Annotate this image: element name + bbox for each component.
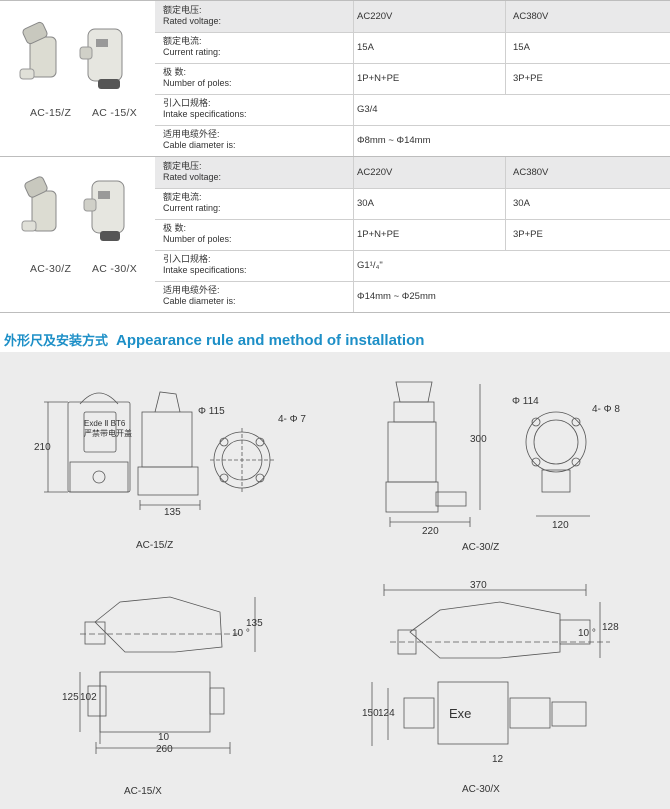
value-2: 3P+PE	[513, 229, 543, 240]
socket-photo-icon	[19, 21, 123, 89]
d3-angle: 10 °	[232, 628, 250, 639]
row-poles: 极 数:Number of poles: 1P+N+PE 3P+PE	[155, 219, 670, 251]
value-1: Φ14mm ~ Φ25mm	[357, 291, 436, 302]
row-current-rating: 额定电流:Current rating: 15A 15A	[155, 32, 670, 64]
d2-width: 220	[422, 526, 439, 537]
label-cn: 适用电缆外径:	[163, 129, 220, 139]
d3-h1: 135	[246, 618, 263, 629]
value-1: 30A	[357, 198, 374, 209]
label-cn: 极 数:	[163, 223, 187, 233]
label-cn: 引入口规格:	[163, 254, 211, 264]
d2-height: 300	[470, 434, 487, 445]
technical-drawings: Exde Ⅱ BT6 严禁带电开盖 Exe	[44, 381, 610, 754]
caption-ac30x: AC -30/X	[92, 263, 137, 275]
label-cn: 引入口规格:	[163, 98, 211, 108]
row-intake: 引入口规格:Intake specifications: G3/4	[155, 94, 670, 126]
spec-table-15: 额定电压:Rated voltage: AC220V AC380V 额定电流:C…	[155, 1, 670, 156]
value-1: Φ8mm ~ Φ14mm	[357, 135, 431, 146]
label-en: Cable diameter is:	[163, 140, 236, 150]
row-intake: 引入口规格:Intake specifications: G1¹/₄"	[155, 250, 670, 282]
product-photo-30: AC-30/Z AC -30/X	[0, 157, 155, 312]
value-1: AC220V	[357, 11, 393, 22]
d4-h3: 124	[378, 708, 395, 719]
plate-text-1: Exde Ⅱ BT6	[84, 419, 126, 428]
label-cn: 极 数:	[163, 67, 187, 77]
drawing-ac15z	[44, 391, 274, 510]
label-cn: 额定电压:	[163, 5, 202, 15]
value-1: G3/4	[357, 104, 378, 115]
drawing-area: Exde Ⅱ BT6 严禁带电开盖 Exe 210 135 Φ 115 4- Φ…	[0, 352, 670, 809]
value-1: G1¹/₄"	[357, 260, 383, 271]
heading-en: Appearance rule and method of installati…	[116, 332, 425, 349]
d2-width2: 120	[552, 520, 569, 531]
value-2: AC380V	[513, 11, 549, 22]
d4-h2: 150	[362, 708, 379, 719]
d1-label: AC-15/Z	[136, 540, 174, 551]
row-rated-voltage: 额定电压:Rated voltage: AC220V AC380V	[155, 157, 670, 189]
label-cn: 额定电压:	[163, 161, 202, 171]
row-current-rating: 额定电流:Current rating: 30A 30A	[155, 188, 670, 220]
label-cn: 额定电流:	[163, 36, 202, 46]
row-poles: 极 数:Number of poles: 1P+N+PE 3P+PE	[155, 63, 670, 95]
d4-angle: 10 °	[578, 628, 596, 639]
exe-label: Exe	[449, 706, 471, 721]
label-cn: 额定电流:	[163, 192, 202, 202]
spec-block-15: AC-15/Z AC -15/X 额定电压:Rated voltage: AC2…	[0, 0, 670, 157]
value-1: 15A	[357, 42, 374, 53]
socket-photo-icon	[21, 176, 125, 241]
section-heading: 外形尺及安装方式 Appearance rule and method of in…	[4, 330, 424, 349]
d4-d12: 12	[492, 754, 504, 765]
value-1: 1P+N+PE	[357, 73, 400, 84]
label-en: Intake specifications:	[163, 265, 247, 275]
label-en: Cable diameter is:	[163, 296, 236, 306]
d3-h3: 102	[80, 692, 97, 703]
heading-cn: 外形尺及安装方式	[4, 333, 109, 348]
product-photo-15: AC-15/Z AC -15/X	[0, 1, 155, 156]
d3-len: 260	[156, 744, 173, 755]
d1-width: 135	[164, 507, 181, 518]
d3-d10: 10	[158, 732, 170, 743]
label-cn: 适用电缆外径:	[163, 285, 220, 295]
d1-dia: Φ 115	[198, 406, 225, 417]
value-2: 30A	[513, 198, 530, 209]
plate-text-2: 严禁带电开盖	[84, 428, 132, 438]
row-cable-diameter: 适用电缆外径:Cable diameter is: Φ14mm ~ Φ25mm	[155, 281, 670, 312]
d3-h2: 125	[62, 692, 79, 703]
drawing-ac30z	[385, 381, 590, 527]
d2-label: AC-30/Z	[462, 542, 500, 553]
label-en: Current rating:	[163, 47, 221, 57]
drawing-ac30x	[371, 584, 610, 746]
d1-holes: 4- Φ 7	[278, 414, 306, 425]
drawing-ac15x	[79, 596, 256, 754]
d1-height: 210	[34, 442, 51, 453]
row-cable-diameter: 适用电缆外径:Cable diameter is: Φ8mm ~ Φ14mm	[155, 125, 670, 156]
value-2: 3P+PE	[513, 73, 543, 84]
spec-table-30: 额定电压:Rated voltage: AC220V AC380V 额定电流:C…	[155, 157, 670, 312]
label-en: Number of poles:	[163, 234, 232, 244]
spec-block-30: AC-30/Z AC -30/X 额定电压:Rated voltage: AC2…	[0, 157, 670, 313]
caption-ac15x: AC -15/X	[92, 107, 137, 119]
d2-holes: 4- Φ 8	[592, 404, 620, 415]
label-en: Current rating:	[163, 203, 221, 213]
d4-h1: 128	[602, 622, 619, 633]
value-2: 15A	[513, 42, 530, 53]
d4-len: 370	[470, 580, 487, 591]
caption-ac15z: AC-15/Z	[30, 107, 72, 119]
d3-label: AC-15/X	[124, 786, 162, 797]
label-en: Intake specifications:	[163, 109, 247, 119]
label-en: Rated voltage:	[163, 172, 222, 182]
d4-label: AC-30/X	[462, 784, 500, 795]
row-rated-voltage: 额定电压:Rated voltage: AC220V AC380V	[155, 1, 670, 33]
d2-dia: Φ 114	[512, 396, 539, 407]
value-2: AC380V	[513, 167, 549, 178]
label-en: Number of poles:	[163, 78, 232, 88]
caption-ac30z: AC-30/Z	[30, 263, 72, 275]
value-1: 1P+N+PE	[357, 229, 400, 240]
value-1: AC220V	[357, 167, 393, 178]
label-en: Rated voltage:	[163, 16, 222, 26]
spec-tables: AC-15/Z AC -15/X 额定电压:Rated voltage: AC2…	[0, 0, 670, 313]
